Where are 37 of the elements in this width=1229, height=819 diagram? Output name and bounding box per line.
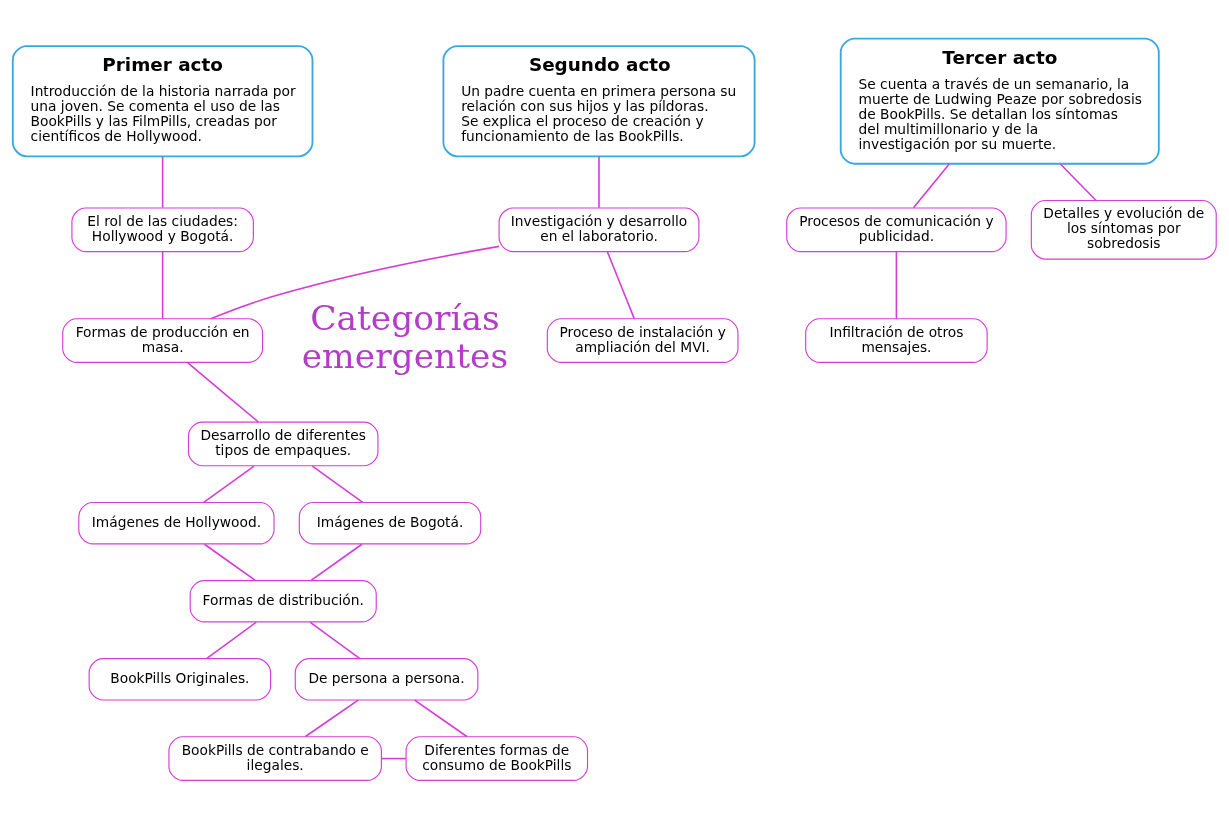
node-box: BookPills Originales. bbox=[88, 658, 272, 701]
node-box: El rol de las ciudades: Hollywood y Bogotá. bbox=[71, 207, 254, 253]
node-box: Imágenes de Hollywood. bbox=[78, 501, 275, 545]
node-box: Segundo acto Un padre cuenta en primera persona su relación con sus hijos y las píldoras. Se explica el proceso de creación y funcionamiento de las BookPills. bbox=[442, 45, 756, 158]
node-box: Procesos de comunicación y publicidad. bbox=[786, 207, 1007, 253]
node-box: Primer acto Introducción de la historia narrada por una joven. Se comenta el uso de las BookPills y las FilmPills, creadas por científicos de Hollywood. bbox=[11, 45, 314, 158]
label: Categorías emergentes bbox=[301, 298, 509, 377]
connector bbox=[895, 251, 898, 320]
connector bbox=[310, 543, 363, 582]
node-box: BookPills de contrabando e ilegales. bbox=[168, 736, 382, 781]
connector bbox=[309, 621, 361, 660]
connector bbox=[413, 699, 468, 738]
connector bbox=[161, 155, 164, 209]
connector bbox=[380, 757, 407, 760]
node-box: Desarrollo de diferentes tipos de empaques. bbox=[187, 421, 379, 467]
node-box: Tercer acto Se cuenta a través de un semanario, la muerte de Ludwing Peaze por sobredosis de BookPills. Se detallan los síntomas del multimillonario y de la investigación por su muerte. bbox=[839, 37, 1160, 165]
node-box: Proceso de instalación y ampliación del MVI. bbox=[546, 318, 739, 363]
connector bbox=[598, 155, 600, 209]
node-box: Formas de producción en masa. bbox=[62, 318, 264, 363]
connector bbox=[606, 251, 636, 320]
connector bbox=[202, 465, 255, 504]
connector bbox=[209, 245, 500, 320]
node-box: Infiltración de otros mensajes. bbox=[805, 318, 988, 363]
connector bbox=[912, 163, 951, 209]
connector bbox=[186, 361, 259, 423]
node-box: Imágenes de Bogotá. bbox=[298, 501, 482, 545]
node-box: Detalles y evolución de los síntomas por sobredosis bbox=[1030, 199, 1217, 260]
node-box: De persona a persona. bbox=[294, 658, 479, 701]
connector bbox=[206, 621, 257, 660]
node-box: Diferentes formas de consumo de BookPills bbox=[405, 736, 589, 781]
connector bbox=[203, 543, 257, 582]
connector bbox=[1059, 163, 1097, 202]
connector bbox=[304, 699, 359, 738]
connector bbox=[161, 251, 164, 320]
node-box: Formas de distribución. bbox=[189, 580, 377, 623]
connector bbox=[311, 465, 364, 504]
node-box: Investigación y desarrollo en el laboratorio. bbox=[498, 207, 700, 253]
